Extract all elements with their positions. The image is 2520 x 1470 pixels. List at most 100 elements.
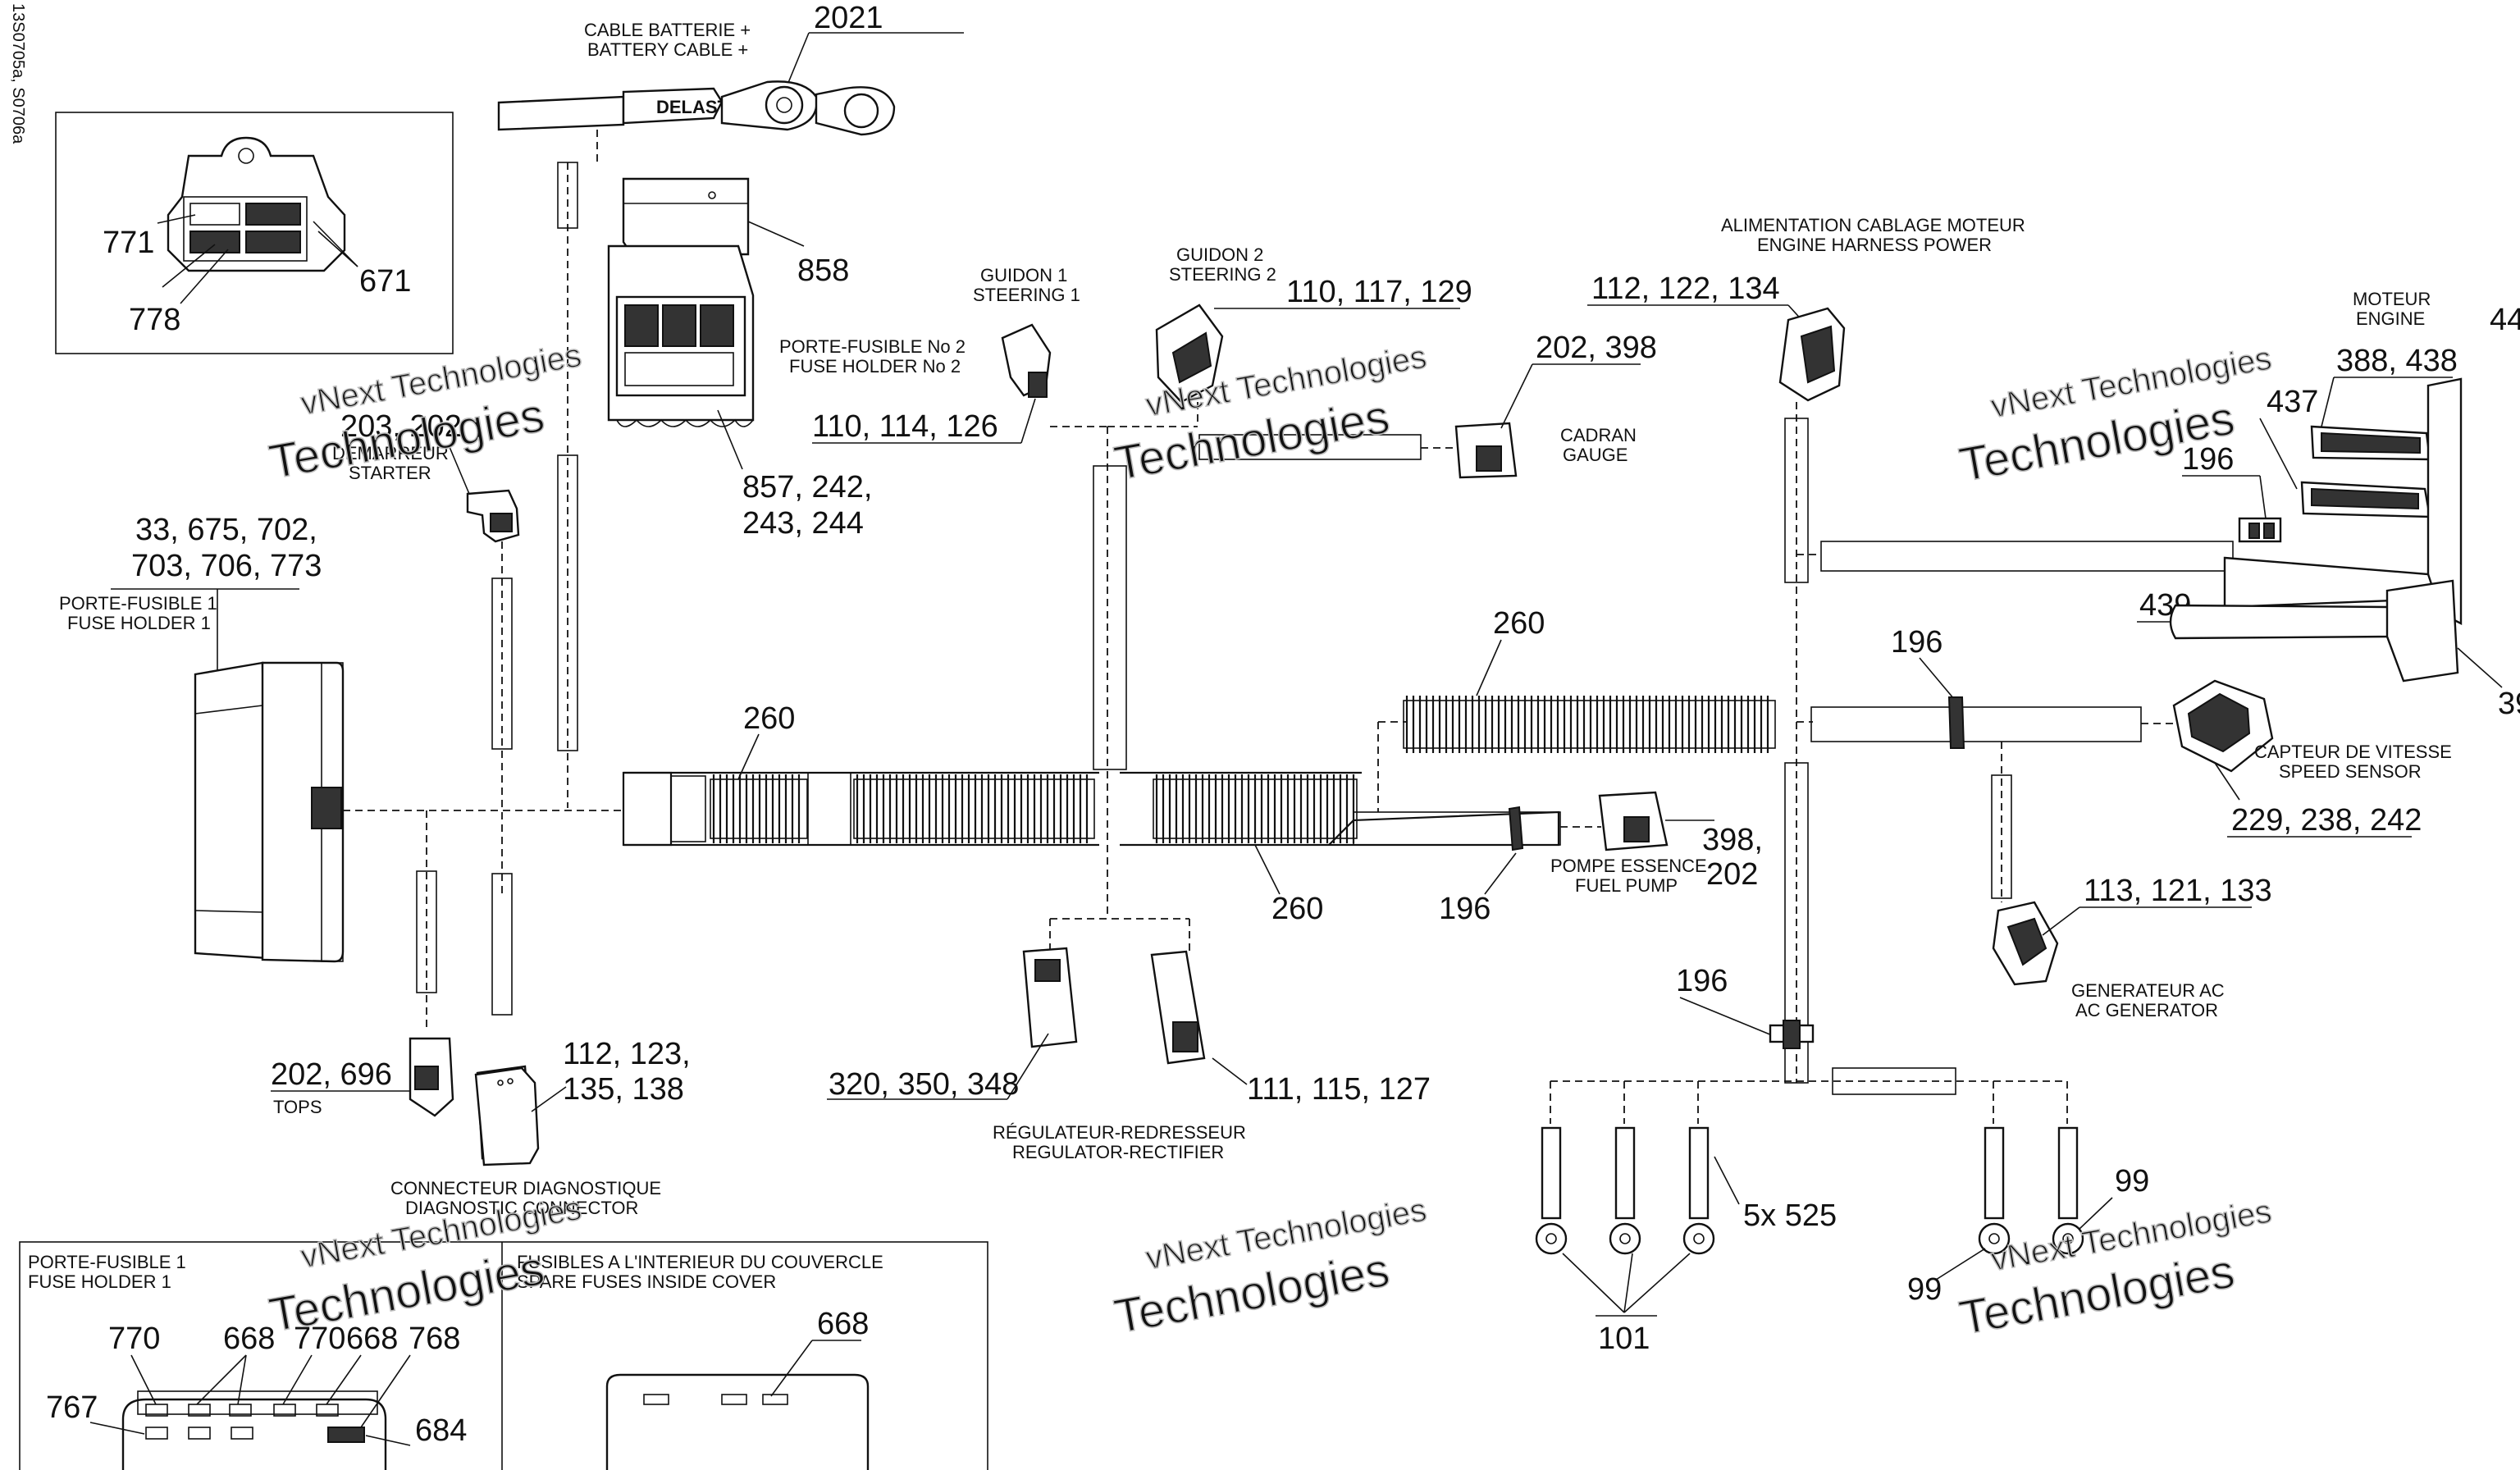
tops-label: TOPS [273,1097,322,1117]
watermark-5: vNext Technologies Technologies [1110,1191,1430,1344]
callout-196b: 196 [1439,892,1491,926]
callout-767: 767 [46,1390,98,1425]
engine-harness-label-fr: ALIMENTATION CABLAGE MOTEUR [1721,215,2025,235]
callout-39: 39 [2498,687,2520,721]
corrugated-sleeve-c [1153,774,1358,843]
diagnostic-connector [474,1065,540,1166]
callout-525: 5x 525 [1743,1198,1837,1233]
regulator-label-en: REGULATOR-RECTIFIER [1012,1142,1224,1162]
callout-2021: 2021 [814,1,883,35]
diagnostic-label-fr: CONNECTEUR DIAGNOSTIQUE [390,1178,661,1198]
fuel-pump-label-fr: POMPE ESSENCE [1550,856,1707,876]
gauge-label-fr: CADRAN [1560,425,1637,445]
callout-196c: 196 [1891,625,1942,660]
steering-1-label-fr: GUIDON 1 [980,265,1067,285]
regulator-connector-b [1150,950,1206,1065]
tops-connector [409,1037,454,1117]
battery-cable-part: DELASTEK [497,80,896,136]
callout-437: 437 [2267,385,2318,419]
callout-684: 684 [415,1413,467,1448]
callout-112a: 112, 122, 134 [1591,272,1780,306]
fuse-holder-2-label-fr: PORTE-FUSIBLE No 2 [779,336,966,357]
engine-label-en: ENGINE [2356,308,2425,329]
callout-202b: 202, 696 [271,1057,392,1092]
ground-terminal-196 [2238,517,2282,543]
steering-2-label-fr: GUIDON 2 [1176,244,1263,265]
diagnostic-label-en: DIAGNOSTIC CONNECTOR [405,1198,638,1218]
callout-112b: 112, 123, [563,1037,691,1071]
callout-260b: 260 [1271,892,1323,926]
ac-generator-label-fr: GENERATEUR AC [2071,980,2225,1001]
callout-858: 858 [797,253,849,288]
fuse-holder-2-label-en: FUSE HOLDER No 2 [789,356,961,377]
callout-196a: 196 [2182,442,2234,477]
callout-668c: 668 [817,1307,869,1341]
starter-label-en: STARTER [349,463,431,483]
callout-770b: 770 [294,1322,345,1356]
battery-cable-label-en: BATTERY CABLE + [587,39,748,60]
callout-196d: 196 [1676,964,1728,998]
inset-fuse-holder-bottom [19,1241,988,1470]
callout-113: 113, 121, 133 [2084,874,2272,908]
callout-857: 857, 242, [742,470,872,504]
steering-2-connector [1155,304,1224,404]
callout-320: 320, 350, 348 [829,1067,1019,1102]
watermark-3: vNext Technologies Technologies [1955,340,2275,493]
engine-harness-label-en: ENGINE HARNESS POWER [1757,235,1992,255]
speed-sensor-label-fr: CAPTEUR DE VITESSE [2254,742,2452,762]
callout-770a: 770 [108,1322,160,1356]
engine-harness-connector [1778,307,1846,402]
callout-111: 111, 115, 127 [1247,1072,1431,1107]
regulator-label-fr: RÉGULATEUR-REDRESSEUR [993,1122,1246,1143]
fuse-holder-2-body [607,244,755,427]
callout-112c: 135, 138 [563,1072,684,1107]
speed-sensor-label-en: SPEED SENSOR [2279,761,2422,782]
watermark-2: vNext Technologies Technologies [1110,338,1430,491]
spare-fuses-label-fr: FUSIBLES A L'INTERIEUR DU COUVERCLE [517,1252,883,1272]
callout-110b: 110, 117, 129 [1286,275,1472,309]
callout-768: 768 [409,1322,460,1356]
starter-connector [466,489,520,543]
inset-fuse1-label-fr: PORTE-FUSIBLE 1 [28,1252,186,1272]
callout-771: 771 [103,226,154,260]
callout-260c: 260 [1493,606,1545,641]
gauge-connector [1454,422,1518,479]
regulator-connector-a [1022,947,1078,1048]
inset-connector-detail [55,112,454,354]
fuse-holder-2-cover [622,177,750,256]
steering-2-label-en: STEERING 2 [1169,264,1276,285]
callout-101: 101 [1598,1322,1650,1356]
callout-260a: 260 [743,701,795,736]
callout-202a: 202, 398 [1536,331,1657,365]
callout-857b: 243, 244 [742,506,864,541]
steering-1-label-en: STEERING 1 [973,285,1080,305]
ground-clip-196 [1769,1020,1815,1049]
callout-778: 778 [129,303,180,337]
corrugated-sleeve-a [710,774,808,843]
corrugated-sleeve-d [1403,696,1776,753]
fuse-holder-1-box [194,661,345,963]
fuel-pump-connector [1598,791,1669,851]
callout-33b: 703, 706, 773 [131,549,322,583]
engine-label-fr: MOTEUR [2353,289,2431,309]
fuse-holder-1-label-en: FUSE HOLDER 1 [67,613,211,633]
callout-671: 671 [359,264,411,299]
callout-229: 229, 238, 242 [2231,803,2422,838]
inset-fuse1-label-en: FUSE HOLDER 1 [28,1271,171,1292]
callout-33a: 33, 675, 702, [135,513,317,547]
speed-sensor-connector [2172,679,2274,773]
corrugated-sleeve-b [853,774,1095,843]
gauge-label-en: GAUGE [1563,445,1628,465]
fuel-pump-label-en: FUEL PUMP [1575,875,1678,896]
ring-terminals-525 [1535,1126,2084,1255]
callout-668b: 668 [346,1322,398,1356]
diagram-side-code: 13S0705a, S0706a [9,3,27,144]
callout-398b: 202 [1706,857,1758,892]
callout-99b: 99 [1907,1272,1942,1307]
callout-203: 203, 202 [340,409,462,444]
callout-668a: 668 [223,1322,275,1356]
callout-398: 398, [1702,823,1763,857]
ac-generator-connector [1992,901,2059,986]
callout-44: 44 [2490,303,2520,337]
